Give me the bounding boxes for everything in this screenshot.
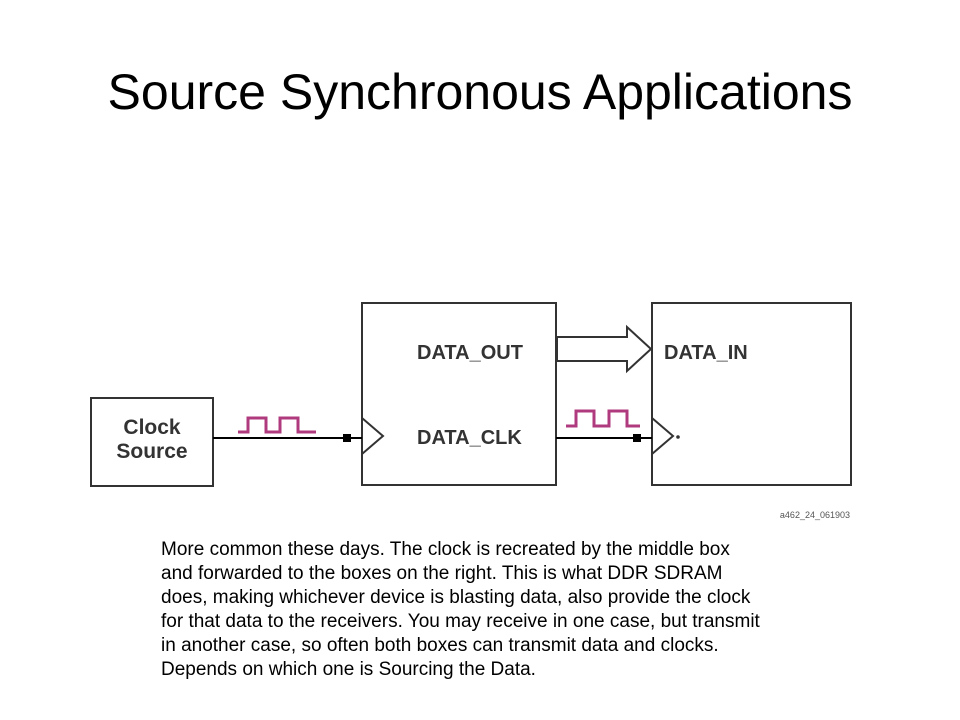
clock-source-label-line1: Clock [123, 416, 181, 439]
right-box [651, 302, 852, 486]
right-box-clock-input-dot [676, 435, 680, 439]
caption-line-6: Depends on which one is Sourcing the Dat… [161, 659, 536, 680]
clock-waveform-left [238, 416, 316, 434]
right-box-clock-input-triangle [651, 417, 675, 455]
data-clk-label: DATA_CLK [417, 427, 522, 449]
slide-title: Source Synchronous Applications [107, 64, 853, 120]
figure-id-label: a462_24_061903 [780, 510, 850, 520]
clock-line-left-terminal [343, 434, 351, 442]
clock-source-box [90, 397, 214, 487]
caption: More common these days. The clock is rec… [161, 538, 951, 682]
caption-line-4: for that data to the receivers. You may … [161, 611, 760, 632]
data-out-label: DATA_OUT [417, 342, 523, 364]
middle-box-clock-input-triangle [361, 417, 385, 455]
caption-line-2: and forwarded to the boxes on the right.… [161, 563, 723, 584]
data-in-label: DATA_IN [664, 342, 748, 364]
clock-source-label-line2: Source [116, 440, 187, 463]
clock-line-right-terminal [633, 434, 641, 442]
caption-line-1: More common these days. The clock is rec… [161, 539, 730, 560]
clock-waveform-right [566, 409, 640, 428]
caption-line-5: in another case, so often both boxes can… [161, 635, 719, 656]
caption-line-3: does, making whichever device is blastin… [161, 587, 751, 608]
middle-box [361, 302, 557, 486]
data-bus-arrow [556, 324, 653, 374]
